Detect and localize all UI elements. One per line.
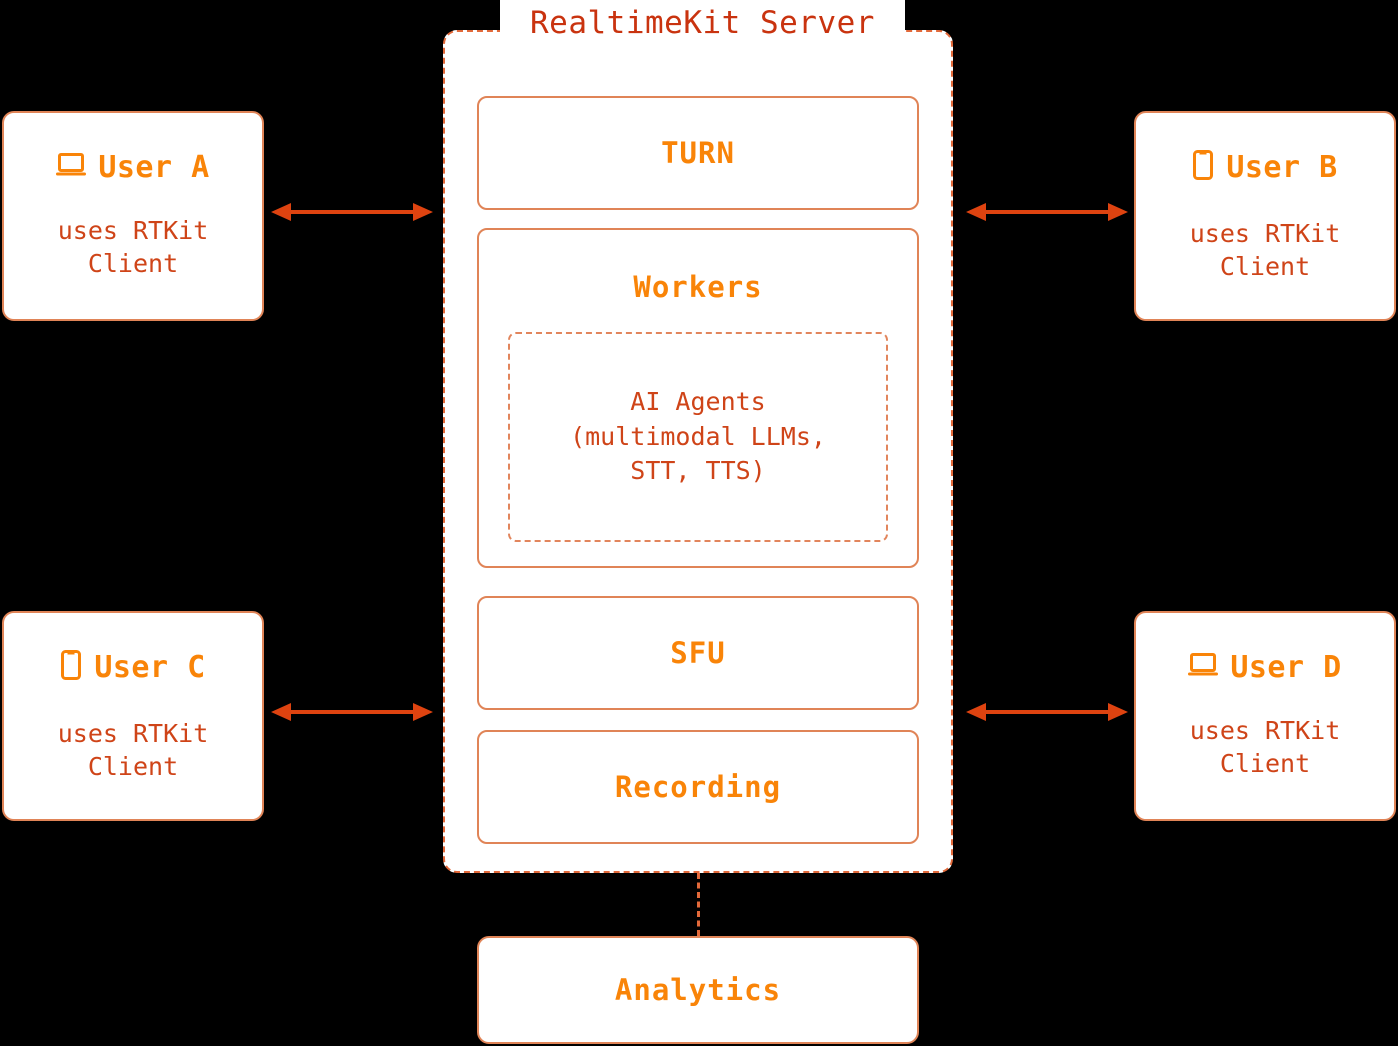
- user-b-title: User B: [1192, 149, 1337, 187]
- service-sfu-label: SFU: [670, 636, 726, 670]
- service-recording[interactable]: Recording: [477, 730, 919, 844]
- laptop-icon: [56, 152, 87, 184]
- analytics-connector-line: [697, 873, 700, 936]
- arrow-user-c-to-server: [271, 699, 433, 729]
- ai-agents-group[interactable]: AI Agents (multimodal LLMs, STT, TTS): [508, 332, 888, 542]
- ai-agents-label: AI Agents (multimodal LLMs, STT, TTS): [570, 387, 826, 486]
- service-sfu[interactable]: SFU: [477, 596, 919, 710]
- arrow-server-to-user-d: [966, 699, 1128, 729]
- node-user-b[interactable]: User B uses RTKit Client: [1134, 111, 1396, 321]
- service-turn[interactable]: TURN: [477, 96, 919, 210]
- arrow-server-to-user-b: [966, 199, 1128, 229]
- service-workers-label: Workers: [633, 270, 763, 304]
- mobile-phone-icon: [60, 649, 82, 687]
- user-d-description: uses RTKit Client: [1189, 716, 1341, 778]
- analytics-label: Analytics: [614, 973, 782, 1007]
- arrow-user-a-to-server: [271, 199, 433, 229]
- laptop-icon: [1188, 652, 1219, 684]
- service-recording-label: Recording: [614, 770, 782, 804]
- user-b-name: User B: [1226, 150, 1338, 185]
- node-user-a[interactable]: User A uses RTKit Client: [2, 111, 264, 321]
- user-a-title: User A: [56, 152, 209, 184]
- service-turn-label: TURN: [661, 136, 735, 170]
- user-a-description: uses RTKit Client: [57, 216, 209, 278]
- user-b-description: uses RTKit Client: [1189, 219, 1341, 281]
- node-user-d[interactable]: User D uses RTKit Client: [1134, 611, 1396, 821]
- mobile-phone-icon: [1192, 149, 1214, 187]
- service-workers[interactable]: Workers AI Agents (multimodal LLMs, STT,…: [477, 228, 919, 568]
- user-c-title: User C: [60, 649, 205, 687]
- server-title-band: RealtimeKit Server: [500, 0, 905, 46]
- node-analytics[interactable]: Analytics: [477, 936, 919, 1044]
- user-d-title: User D: [1188, 652, 1341, 684]
- user-c-name: User C: [94, 650, 206, 685]
- user-d-name: User D: [1230, 650, 1342, 685]
- user-a-name: User A: [98, 150, 210, 185]
- user-c-description: uses RTKit Client: [57, 719, 209, 781]
- server-title: RealtimeKit Server: [530, 5, 875, 41]
- node-user-c[interactable]: User C uses RTKit Client: [2, 611, 264, 821]
